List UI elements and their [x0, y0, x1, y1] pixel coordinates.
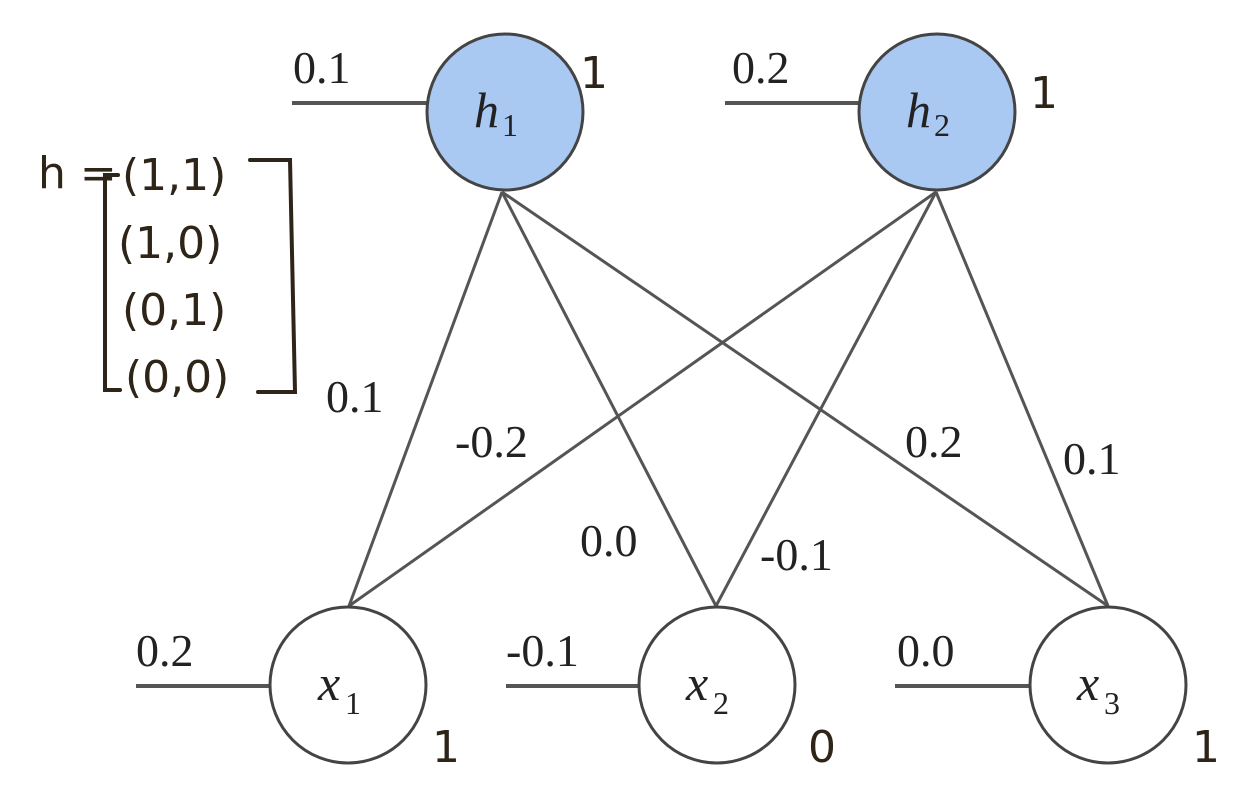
weight-h2-x2: -0.1 — [760, 529, 833, 580]
edge-h1-x1 — [347, 191, 504, 607]
node-label: x — [317, 655, 340, 711]
bias-value-h1: 0.1 — [293, 42, 351, 93]
node-label: h — [906, 82, 931, 138]
annotation-row-2: (1,0) — [118, 218, 222, 269]
weight-h1-x1: 0.1 — [326, 371, 384, 422]
weight-h1-x2: 0.0 — [580, 515, 638, 566]
bias-value-x3: 0.0 — [897, 625, 955, 676]
weight-h2-x1: -0.2 — [455, 416, 528, 467]
handwritten-annotation: h = (1,1) (1,0) (0,1) (0,0) — [38, 148, 298, 403]
node-subscript: 1 — [345, 685, 361, 721]
edge-h1-x3 — [501, 190, 1109, 608]
annotation-row-1: (1,1) — [122, 150, 226, 201]
node-subscript: 2 — [713, 685, 729, 721]
visible-node-x2: x 2 — [637, 605, 797, 765]
annotation-row-3: (0,1) — [122, 285, 226, 336]
bias-value-x1: 0.2 — [136, 625, 194, 676]
edge-h2-x1 — [348, 190, 937, 608]
right-bracket — [248, 158, 298, 394]
node-label: x — [1076, 655, 1099, 711]
state-h1: 1 — [580, 48, 608, 99]
edge-h2-x2 — [714, 191, 938, 607]
edge-h2-x3 — [934, 191, 1110, 607]
bias-value-h2: 0.2 — [732, 42, 790, 93]
hidden-node-h1: h 1 — [425, 32, 585, 192]
node-label: x — [685, 655, 708, 711]
node-subscript: 1 — [502, 107, 518, 143]
state-x3: 1 — [1192, 722, 1220, 773]
node-subscript: 3 — [1104, 685, 1120, 721]
state-x1: 1 — [432, 722, 460, 773]
state-x2: 0 — [808, 722, 836, 773]
weight-h2-x3: 0.1 — [1063, 433, 1121, 484]
weight-h1-x3: 0.2 — [905, 416, 963, 467]
annotation-row-4: (0,0) — [125, 352, 229, 403]
bias-value-x2: -0.1 — [506, 625, 579, 676]
state-h2: 1 — [1030, 68, 1058, 119]
node-subscript: 2 — [934, 107, 950, 143]
visible-node-x1: x 1 — [268, 605, 428, 765]
node-label: h — [474, 82, 499, 138]
edge-h1-x2 — [500, 191, 718, 607]
hidden-node-h2: h 2 — [857, 32, 1017, 192]
left-bracket — [103, 173, 122, 392]
visible-node-x3: x 3 — [1028, 605, 1188, 765]
